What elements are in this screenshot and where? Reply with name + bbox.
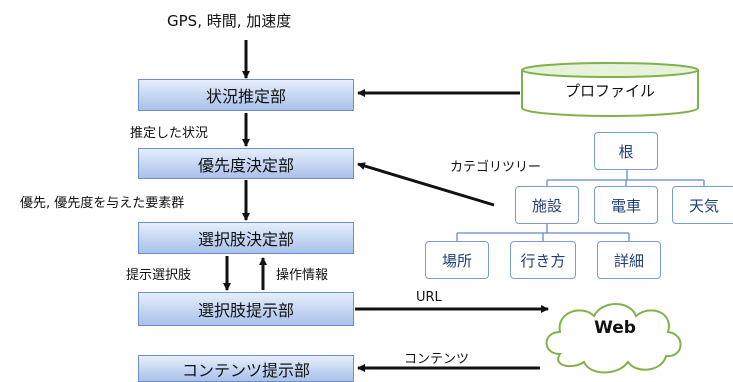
choice-presentation-module: 選択肢提示部 xyxy=(138,292,354,326)
content-presentation-module: コンテンツ提示部 xyxy=(138,355,354,382)
inputs-label: GPS, 時間, 加速度 xyxy=(167,12,292,30)
choice-decision-module: 選択肢決定部 xyxy=(138,222,354,254)
profile-database-icon xyxy=(521,62,699,117)
tree-node-train: 電車 xyxy=(594,186,658,224)
web-label: Web xyxy=(594,318,636,338)
label-url: URL xyxy=(416,290,442,305)
web-cloud-icon xyxy=(545,303,682,374)
tree-node-weather: 天気 xyxy=(672,186,733,224)
label-presented-choices: 提示選択肢 xyxy=(126,268,192,283)
tree-node-facility: 施設 xyxy=(515,186,579,224)
situation-estimation-module: 状況推定部 xyxy=(138,79,354,111)
tree-edges xyxy=(456,170,705,241)
profile-label: プロファイル xyxy=(564,82,655,100)
label-estimated-situation: 推定した状況 xyxy=(130,126,209,141)
tree-node-root: 根 xyxy=(594,132,658,170)
tree-node-details: 詳細 xyxy=(597,241,661,279)
label-contents: コンテンツ xyxy=(404,352,470,367)
tree-node-place: 場所 xyxy=(425,241,489,279)
arrow-tree-to-priority xyxy=(357,162,495,207)
label-operation-info: 操作情報 xyxy=(276,268,329,283)
label-prioritized-elements: 優先, 優先度を与えた要素群 xyxy=(20,196,185,211)
label-category-tree: カテゴリツリー xyxy=(450,160,542,175)
tree-node-directions: 行き方 xyxy=(510,241,576,279)
priority-decision-module: 優先度決定部 xyxy=(138,148,354,179)
